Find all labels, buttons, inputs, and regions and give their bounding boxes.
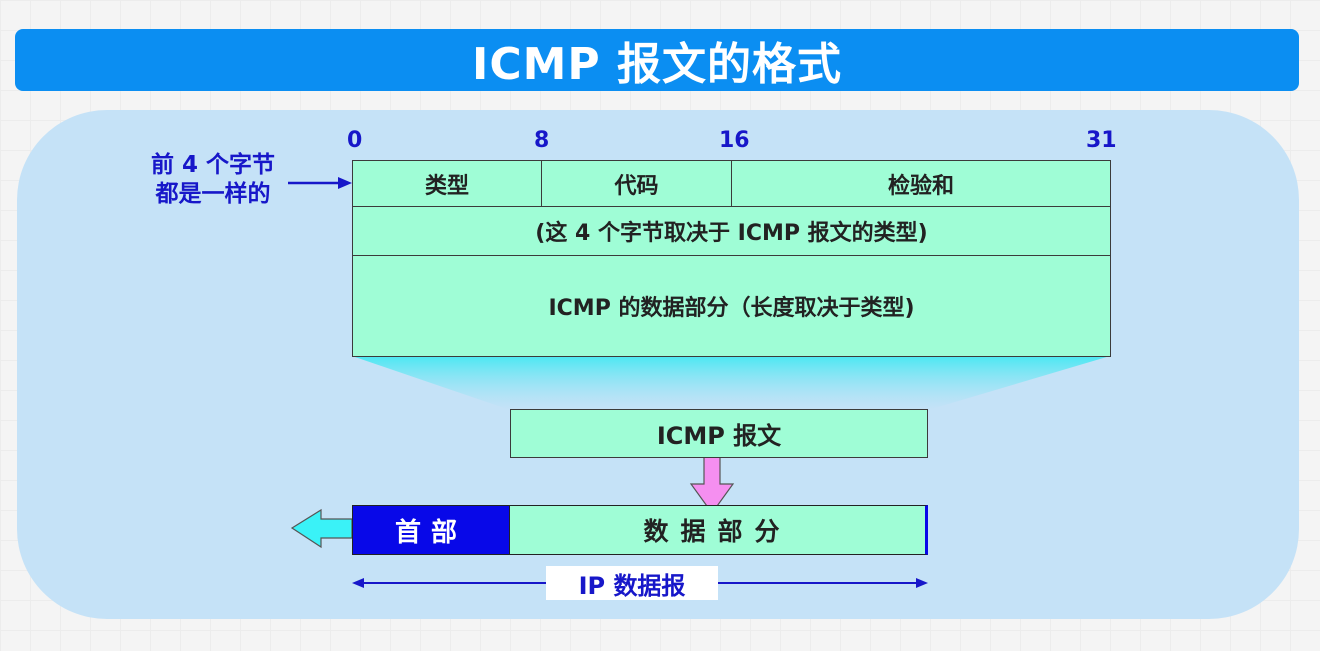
field-type-dependent: (这 4 个字节取决于 ICMP 报文的类型) xyxy=(352,206,1111,256)
funnel-shape xyxy=(352,356,1110,410)
ip-header-cell: 首部 xyxy=(352,505,510,555)
bit-label-31: 31 xyxy=(1086,128,1117,153)
bit-label-16: 16 xyxy=(719,128,750,153)
bit-label-8: 8 xyxy=(534,128,550,153)
field-icmp-data: ICMP 的数据部分（长度取决于类型) xyxy=(352,255,1111,357)
page-title: ICMP 报文的格式 xyxy=(15,29,1299,91)
field-checksum: 检验和 xyxy=(731,160,1111,207)
ip-datagram-label: IP 数据报 xyxy=(546,566,718,600)
side-note-line1: 前 4 个字节 xyxy=(150,152,276,178)
side-note-arrow xyxy=(288,177,352,189)
field-type: 类型 xyxy=(352,160,542,207)
side-note: 前 4 个字节 都是一样的 xyxy=(132,151,294,209)
field-code: 代码 xyxy=(541,160,732,207)
icmp-message-box: ICMP 报文 xyxy=(510,409,928,458)
ip-data-cell: 数据部分 xyxy=(510,505,928,555)
side-note-line2: 都是一样的 xyxy=(155,181,271,207)
down-arrow xyxy=(689,456,735,515)
left-arrow xyxy=(290,508,353,549)
bit-label-0: 0 xyxy=(347,128,363,153)
